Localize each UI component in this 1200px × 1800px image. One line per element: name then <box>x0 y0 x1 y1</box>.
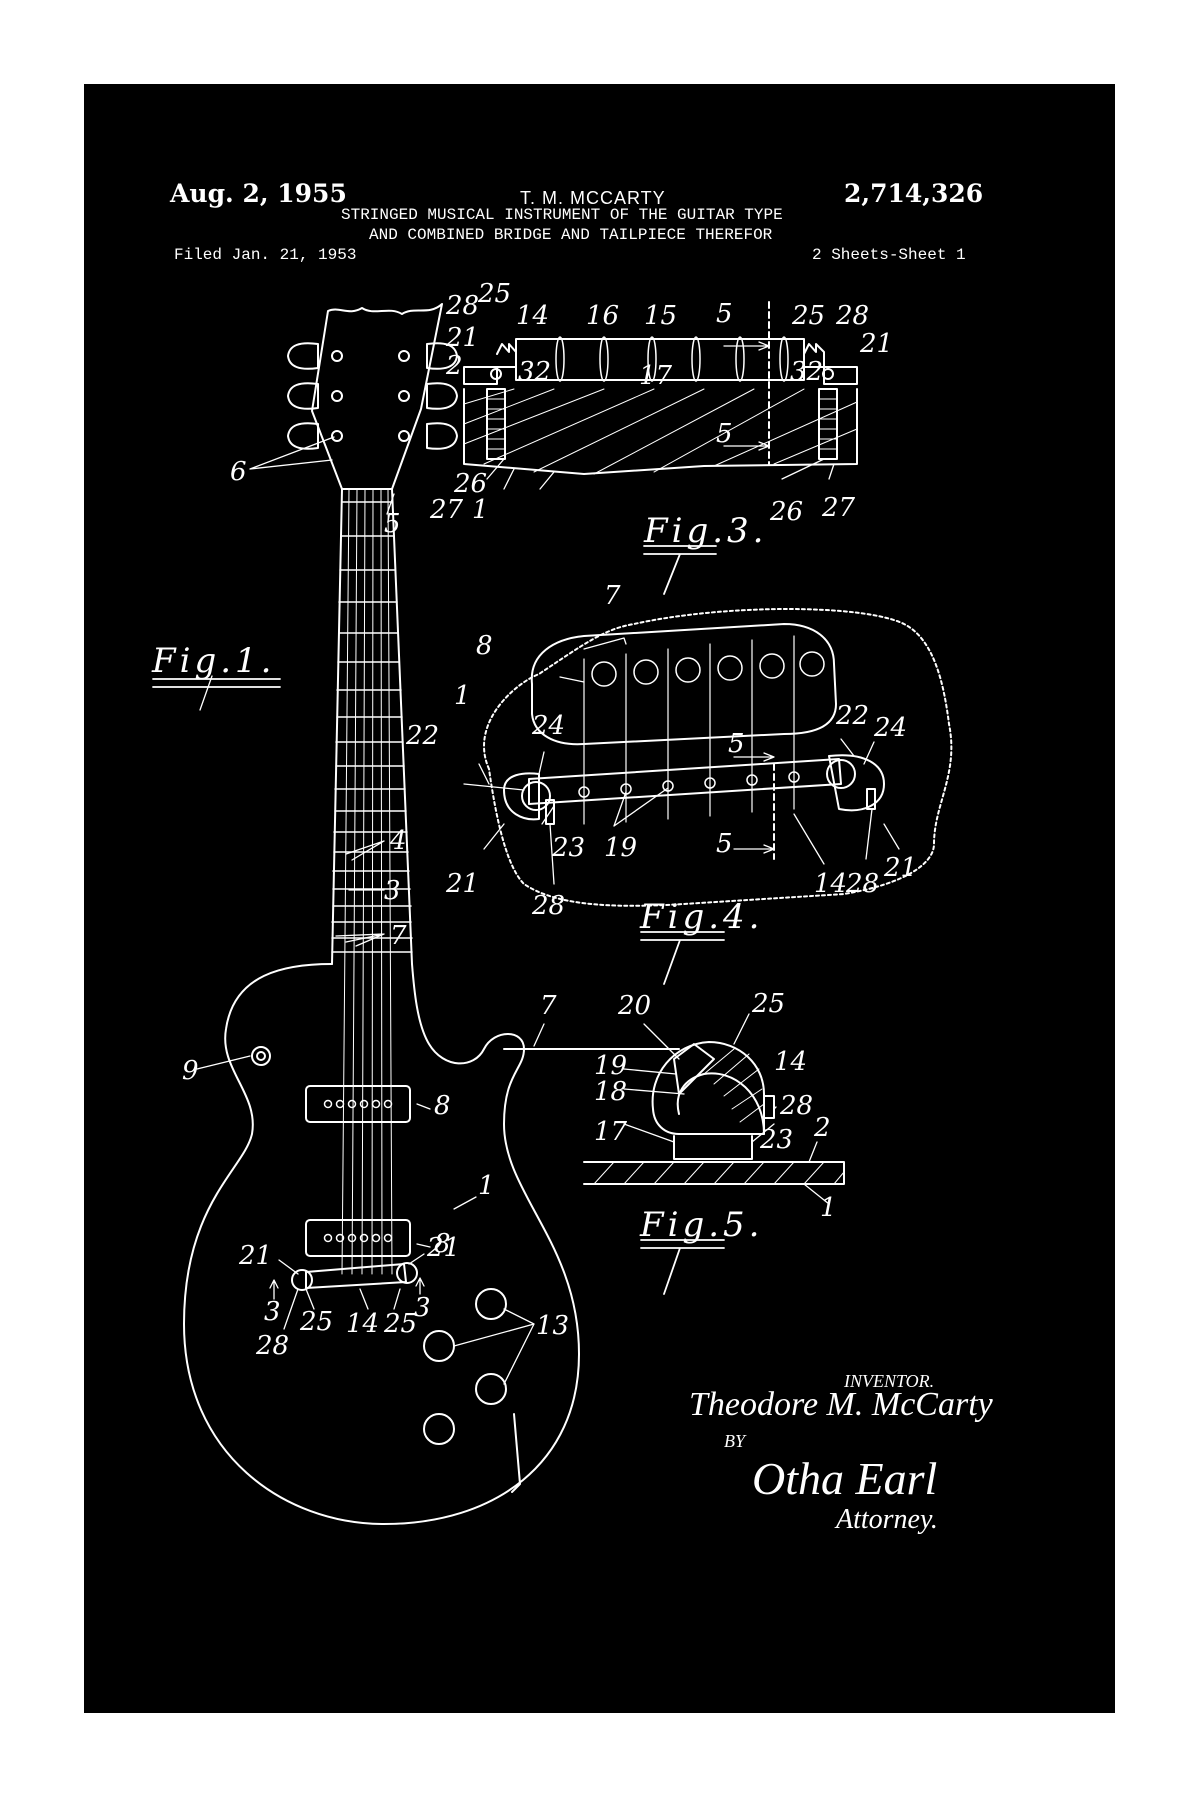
attorney-signature: Otha Earl <box>752 1453 938 1504</box>
attorney-label: Attorney. <box>836 1504 938 1535</box>
tuners-left <box>287 342 343 450</box>
ref-numeral: 13 <box>536 1311 569 1341</box>
guitar-fig1 <box>183 303 580 1525</box>
ref-numeral: 21 <box>859 329 893 359</box>
ref-numeral: 24 <box>531 711 565 741</box>
ref-numeral: 22 <box>835 701 869 731</box>
ref-numeral: 3 <box>414 1293 431 1323</box>
ref-numeral: 5 <box>716 299 733 329</box>
ref-numeral: 28 <box>779 1091 813 1121</box>
ref-numeral: 5 <box>716 829 733 859</box>
ref-numeral: 1 <box>820 1193 837 1223</box>
inventor-label: INVENTOR. <box>844 1371 935 1391</box>
by-label: BY <box>724 1431 746 1451</box>
ref-numeral: 14 <box>516 301 549 331</box>
inventor-signature: Theodore M. McCarty <box>689 1386 993 1423</box>
ref-numeral: 16 <box>586 301 619 331</box>
ref-numeral: 7 <box>540 991 557 1021</box>
ref-numeral: 6 <box>230 457 247 487</box>
ref-numeral: 3 <box>384 876 401 906</box>
ref-numeral: 21 <box>445 323 479 353</box>
ref-numeral: 8 <box>434 1091 451 1121</box>
ref-numeral: 19 <box>604 833 637 863</box>
inventor-name: T. M. MCCARTY <box>520 188 666 208</box>
ref-numeral: 26 <box>769 497 803 527</box>
patent-poster: Aug. 2, 1955 T. M. MCCARTY 2,714,326 STR… <box>84 84 1115 1713</box>
patent-date: Aug. 2, 1955 <box>170 179 347 208</box>
ref-numeral: 28 <box>255 1331 289 1361</box>
ref-numeral: 28 <box>835 301 869 331</box>
fig5-label: Fig.5. <box>639 1205 763 1245</box>
ref-numeral: 28 <box>445 291 479 321</box>
ref-numeral: 1 <box>454 681 471 711</box>
ref-numeral: 2 <box>445 351 463 381</box>
title-line-1: STRINGED MUSICAL INSTRUMENT OF THE GUITA… <box>341 206 783 224</box>
ref-numeral: 9 <box>182 1056 199 1086</box>
ref-numeral: 3 <box>264 1297 281 1327</box>
tuners-right <box>398 342 458 450</box>
bridge-perspective-fig4 <box>463 608 953 907</box>
saddle-detail-fig5 <box>503 1013 845 1205</box>
ref-numeral: 5 <box>716 419 733 449</box>
ref-numeral: 14 <box>774 1047 807 1077</box>
ref-numeral: 25 <box>791 301 825 331</box>
ref-numeral: 25 <box>477 279 511 309</box>
ref-numeral: 19 <box>594 1051 627 1081</box>
filed-date: Filed Jan. 21, 1953 <box>174 246 357 264</box>
ref-numeral: 21 <box>445 869 479 899</box>
fig3-label: Fig.3. <box>643 511 767 551</box>
ref-numeral: 25 <box>383 1309 417 1339</box>
ref-numeral: 25 <box>299 1307 333 1337</box>
title-line-2: AND COMBINED BRIDGE AND TAILPIECE THEREF… <box>369 226 773 244</box>
ref-numeral: 24 <box>873 713 907 743</box>
ref-numeral: 27 <box>429 495 464 525</box>
ref-numeral: 1 <box>478 1171 495 1201</box>
ref-numeral: 5 <box>728 729 745 759</box>
ref-numeral: 21 <box>883 853 917 883</box>
frets <box>331 501 413 953</box>
ref-numeral: 17 <box>639 361 673 391</box>
ref-numeral: 1 <box>472 495 489 525</box>
ref-numeral: 21 <box>426 1233 460 1263</box>
sheet-info: 2 Sheets-Sheet 1 <box>812 246 966 264</box>
ref-numeral: 14 <box>814 869 847 899</box>
patent-drawing: Fig.1. Fig.3. Fig.4. Fig.5. 6 5 4 3 7 9 … <box>151 279 953 1525</box>
ref-numeral: 5 <box>384 509 401 539</box>
ref-numeral: 32 <box>518 357 551 387</box>
bridge-pickup <box>305 1219 411 1257</box>
fig4-label: Fig.4. <box>639 897 763 937</box>
ref-numeral: 22 <box>405 721 439 751</box>
fig1-label: Fig.1. <box>151 641 275 681</box>
ref-numeral: 23 <box>551 833 585 863</box>
bridge-section-fig3 <box>463 301 858 490</box>
ref-numeral: 27 <box>821 493 856 523</box>
ref-numeral: 7 <box>390 921 407 951</box>
ref-numeral: 23 <box>759 1125 793 1155</box>
ref-numeral: 28 <box>845 869 879 899</box>
ref-numeral: 18 <box>594 1077 627 1107</box>
ref-numeral: 17 <box>594 1117 628 1147</box>
bridge <box>305 1263 407 1289</box>
ref-numeral: 4 <box>389 826 407 856</box>
ref-numeral: 2 <box>813 1113 831 1143</box>
ref-numeral: 8 <box>434 1229 451 1259</box>
ref-numeral: 25 <box>751 989 785 1019</box>
ref-numeral: 28 <box>531 891 565 921</box>
ref-numeral: 8 <box>476 631 493 661</box>
ref-numeral: 20 <box>617 991 651 1021</box>
ref-numeral: 21 <box>238 1241 272 1271</box>
neck-pickup <box>305 1085 411 1123</box>
ref-numeral: 26 <box>453 469 487 499</box>
patent-number: 2,714,326 <box>844 179 984 208</box>
ref-numeral: 14 <box>346 1309 379 1339</box>
ref-numeral: 32 <box>790 357 823 387</box>
ref-numeral: 7 <box>604 581 621 611</box>
ref-numeral: 15 <box>644 301 677 331</box>
